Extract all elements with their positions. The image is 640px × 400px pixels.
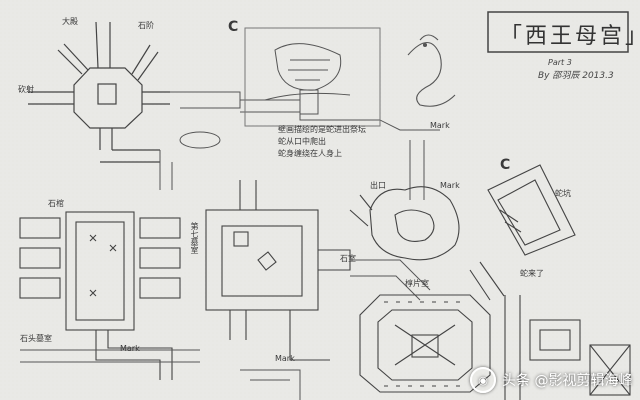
label-exit: 出口: [370, 181, 386, 190]
stone-coffin-room: [19, 211, 181, 380]
label-snake-pit: 蛇坑: [555, 189, 571, 198]
seventh-chamber: [205, 180, 351, 361]
label-main-chamber: 椁片室: [405, 279, 429, 288]
watermark-text: 头条 @影视剪辑海峰: [502, 373, 633, 389]
label-mark-1: Mark: [430, 121, 450, 130]
label-left-room: 砍射: [18, 85, 34, 94]
map-subtitle-part: Part 3: [548, 58, 572, 67]
label-mark-4: Mark: [275, 354, 295, 363]
label-note-1: 壁画描绘的是蛇进出祭坛: [278, 125, 366, 134]
rock-cave: [349, 186, 460, 261]
label-note-2: 蛇从口中爬出: [278, 137, 326, 146]
label-mark-3: Mark: [120, 344, 140, 353]
snake-drawing: [407, 34, 456, 107]
map-subtitle-author: By 邵羽辰 2013.3: [538, 71, 614, 81]
label-c-1: C: [228, 19, 239, 35]
creature-sketch: [244, 27, 381, 127]
label-top-left-1: 大殿: [62, 17, 78, 26]
octagon-hall: [28, 21, 170, 163]
map-title: 「西王母宫」: [500, 24, 640, 49]
bottom-right-rooms: [529, 319, 631, 396]
corridor-right: [350, 140, 431, 301]
label-room-left: 石室: [340, 254, 356, 263]
label-mark-2: Mark: [440, 181, 460, 190]
slanted-room: [469, 164, 576, 400]
bottom-corridors: [20, 349, 301, 400]
label-bottom-left: 石头墓室: [20, 334, 52, 343]
label-c-2: C: [500, 157, 511, 173]
label-note-right: 蛇来了: [520, 269, 544, 278]
corridor-upper: [159, 91, 440, 190]
title-frame: [487, 11, 629, 53]
label-seventh-chamber: 第七墓室: [190, 222, 199, 254]
label-top-left-2: 石阶: [138, 21, 154, 30]
label-note-3: 蛇身缠绕在人身上: [278, 149, 342, 158]
watermark: ◉ 头条 @影视剪辑海峰: [470, 366, 632, 394]
camera-icon: ◉: [470, 367, 496, 393]
label-stone-coffin: 石棺: [48, 199, 64, 208]
main-chamber: [359, 294, 491, 393]
